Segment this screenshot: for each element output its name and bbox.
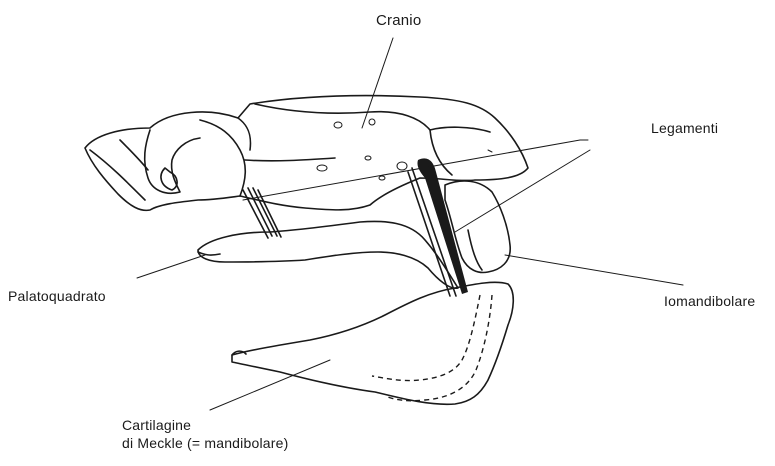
label-palatoquadrato: Palatoquadrato xyxy=(8,288,106,304)
leader-lines xyxy=(137,38,683,410)
label-cartilagine-line1: Cartilagine xyxy=(122,417,191,433)
leader-legamenti-left xyxy=(243,140,588,200)
label-legamenti: Legamenti xyxy=(651,120,718,136)
cranium-shape xyxy=(85,96,528,211)
leader-palatoquadrato xyxy=(137,255,205,278)
label-cartilagine-line2: di Meckle (= mandibolare) xyxy=(122,435,288,451)
meckel-cartilage-shape xyxy=(232,282,513,404)
leader-cranio xyxy=(362,38,393,128)
label-iomandibolare: Iomandibolare xyxy=(664,293,755,309)
leader-legamenti-right xyxy=(455,150,590,232)
palatoquadrato-shape xyxy=(198,221,458,288)
leader-iomandibolare xyxy=(505,255,683,285)
label-cranio: Cranio xyxy=(376,13,421,29)
leader-cartilagine xyxy=(210,360,330,410)
